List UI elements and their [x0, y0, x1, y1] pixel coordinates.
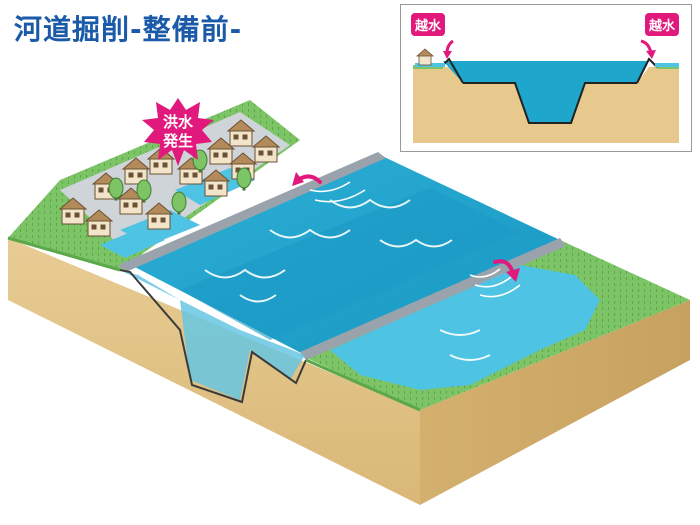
- tree-icon: [108, 177, 124, 201]
- house-icon: [226, 119, 256, 147]
- flood-burst-icon: 洪水 発生: [142, 98, 214, 166]
- house-icon: [144, 202, 174, 230]
- house-icon: [121, 157, 151, 185]
- cross-section-drawing: [413, 39, 679, 143]
- trees: [108, 149, 252, 215]
- tree-icon: [236, 167, 252, 191]
- overflow-arrow-icon: [292, 172, 304, 186]
- tree-icon: [171, 191, 187, 215]
- burst-line-2: 発生: [162, 132, 193, 150]
- soil-side-face: [420, 300, 690, 505]
- flooded-field: [330, 265, 600, 390]
- house-icon: [206, 137, 236, 165]
- channel-cross-section: [120, 270, 305, 400]
- house-icon: [415, 48, 435, 66]
- house-icon: [251, 135, 281, 163]
- page-title: 河道掘削-整備前-: [14, 13, 243, 46]
- house-icon: [58, 197, 88, 225]
- burst-line-1: 洪水: [163, 113, 194, 131]
- house-icon: [201, 169, 231, 197]
- overflow-label-right: 越水: [645, 13, 680, 36]
- water-ripples: [204, 198, 491, 361]
- house-icon: [84, 209, 114, 237]
- cross-section-inset: 越水 越水: [400, 4, 692, 152]
- house-icon: [116, 187, 146, 215]
- tree-icon: [136, 179, 152, 203]
- overflow-label-left: 越水: [411, 13, 446, 36]
- overflow-arrow-icon: [506, 268, 520, 282]
